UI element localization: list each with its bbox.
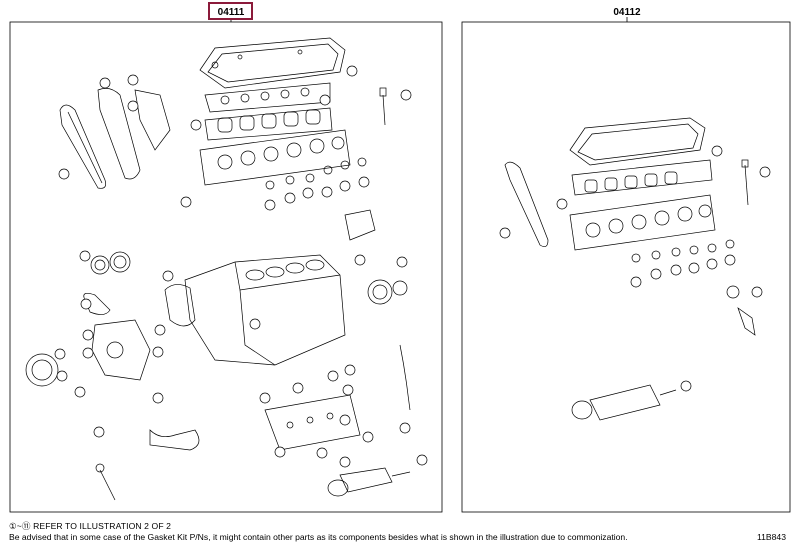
exhaust-pipe-gasket	[339, 467, 393, 493]
right-panel-drawing	[504, 117, 756, 421]
rp-manifold-gasket	[571, 159, 713, 196]
right-callouts	[499, 145, 771, 392]
left-callouts	[54, 65, 428, 468]
manifold-gasket	[204, 82, 331, 113]
timing-cover-gasket	[97, 88, 141, 180]
footer-disclaimer: Be advised that in some case of the Gask…	[9, 532, 628, 542]
dipstick-guide	[399, 344, 411, 411]
right-panel-frame	[461, 21, 791, 513]
part-number-highlight	[208, 2, 253, 20]
left-panel-drawing	[25, 37, 411, 501]
water-pump-gasket	[164, 284, 196, 327]
timing-belt	[59, 104, 107, 189]
front-case-gasket	[91, 319, 151, 381]
part-number-right[interactable]: 04112	[613, 7, 641, 18]
rp-timing-belt	[504, 161, 549, 247]
rp-head-cover-gasket	[569, 117, 706, 166]
figure-id: 11B843	[757, 532, 786, 542]
rp-head-gasket	[569, 194, 716, 251]
rp-exhaust-gasket	[589, 384, 661, 421]
footer-reference-note: ①~⑪ REFER TO ILLUSTRATION 2 OF 2	[9, 521, 172, 531]
head-gasket	[199, 129, 351, 186]
left-panel-frame	[9, 21, 443, 513]
head-cover-gasket	[199, 37, 346, 89]
oil-pan-gasket	[264, 394, 361, 451]
oil-strainer-gasket	[149, 429, 200, 451]
engine-block	[184, 254, 346, 366]
part-number-left[interactable]: 04111	[218, 7, 245, 18]
